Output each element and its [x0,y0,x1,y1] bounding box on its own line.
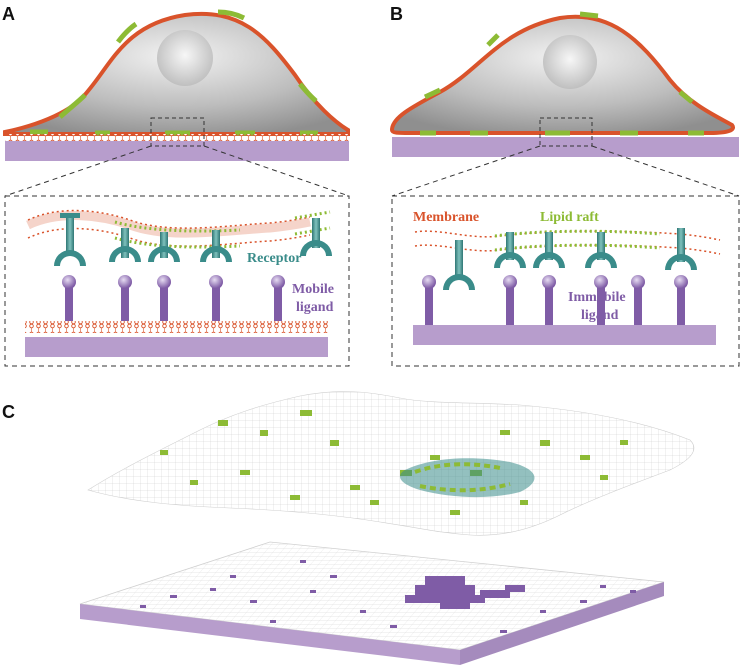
panel-a-cell [3,9,350,136]
immobile-ligand-label-line1: Immobile [568,290,626,305]
panel-b-inset: Membrane Lipid raft Immobile ligand [391,195,740,367]
panel-a-supported-bilayer [5,134,349,141]
lipid-raft-label: Lipid raft [540,210,599,225]
panel-b-zoom-line-left [391,145,541,197]
receptor [443,240,475,290]
receptor [300,218,332,256]
immobile-ligand-label-line2: ligand [581,308,619,323]
panel-a-substrate [5,141,349,161]
panel-a-zoom-box [150,117,205,147]
panel-b-cell [389,11,735,136]
ligand [209,275,223,321]
ligand [594,275,608,325]
receptor [109,228,141,262]
panel-a-inset: Receptor Mobile ligand [4,195,350,367]
ligand-cluster [405,576,525,609]
ligand [542,275,556,325]
ligand [674,275,688,325]
receptor [585,232,617,268]
membrane-surface-mesh [87,391,695,536]
nucleus [157,30,213,86]
panel-b-label: B [390,4,403,24]
ligand [631,275,645,325]
receptor [200,230,232,262]
receptor [533,232,565,268]
receptor [665,228,697,270]
mobile-ligand-label-line1: Mobile [292,282,334,297]
panel-c-label: C [2,402,15,422]
substrate-slab [79,541,665,665]
ligand [62,275,76,321]
panel-a-label: A [2,4,15,24]
receptor [494,232,526,268]
ligand [271,275,285,321]
panel-a-inset-bilayer [25,321,328,333]
receptor [148,232,180,262]
mobile-ligand-label-line2: ligand [296,300,334,315]
nucleus [543,35,597,89]
receptor-label: Receptor [247,251,301,266]
panel-a-zoom-line-right [203,145,350,197]
ligand [118,275,132,321]
panel-b-zoom-box [539,117,593,147]
panel-a-zoom-line-left [4,145,152,197]
panel-b-inset-substrate [413,325,716,345]
panel-a-inset-substrate [25,337,328,357]
panel-b-substrate [392,137,739,157]
receptor [54,213,86,266]
panel-b-zoom-line-right [591,145,740,197]
ligand [503,275,517,325]
ligand [157,275,171,321]
ligand [422,275,436,325]
membrane-label: Membrane [413,210,479,225]
